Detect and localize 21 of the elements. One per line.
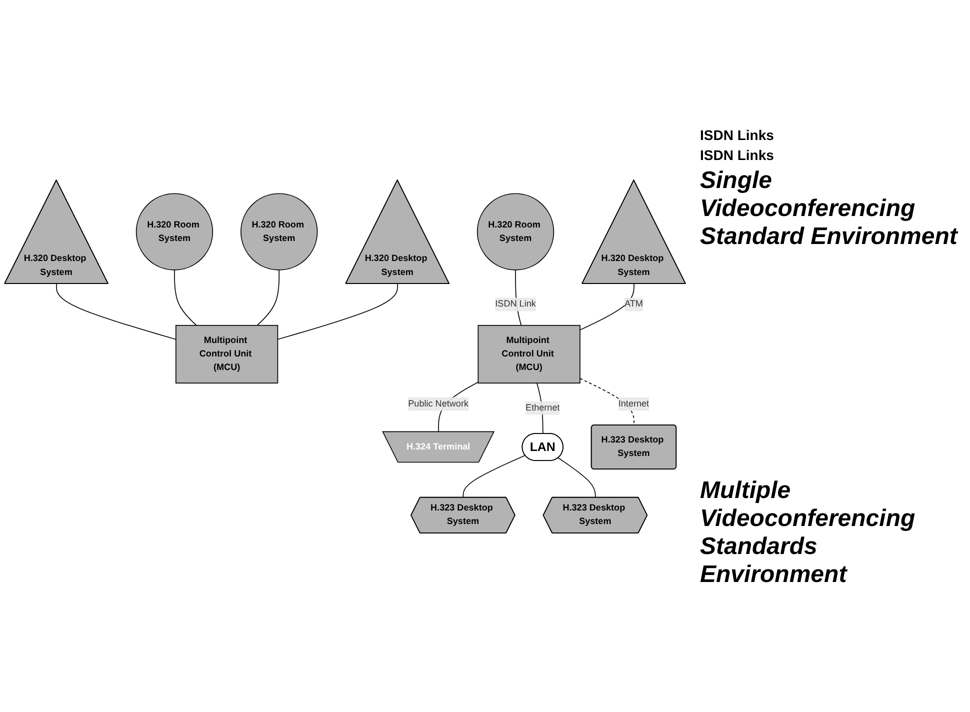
connector xyxy=(56,282,176,340)
connector xyxy=(462,454,526,498)
edge-label: Public Network xyxy=(408,398,468,408)
link-note: ISDN Links xyxy=(700,147,775,163)
connector xyxy=(277,282,398,340)
connector xyxy=(580,282,634,330)
node-circle: H.320 Room System xyxy=(476,192,554,270)
edge-label: Ethernet xyxy=(526,402,560,412)
edge-label: ISDN Link xyxy=(495,298,536,308)
edge-label: ATM xyxy=(624,298,643,308)
node-box: Multipoint Control Unit (MCU) xyxy=(175,324,278,383)
edge-label: Internet xyxy=(618,398,650,408)
node-circle: H.320 Room System xyxy=(240,192,318,270)
environment-heading: Single Videoconferencing Standard Environment xyxy=(700,167,960,251)
node-circle: H.320 Room System xyxy=(136,192,214,270)
node-box: Multipoint Control Unit (MCU) xyxy=(478,324,580,383)
connector xyxy=(174,269,197,326)
connector xyxy=(558,456,596,498)
environment-heading: Multiple Videoconferencing Standards Environment xyxy=(700,477,916,589)
connector xyxy=(256,269,280,326)
link-note: ISDN Links xyxy=(700,127,775,143)
